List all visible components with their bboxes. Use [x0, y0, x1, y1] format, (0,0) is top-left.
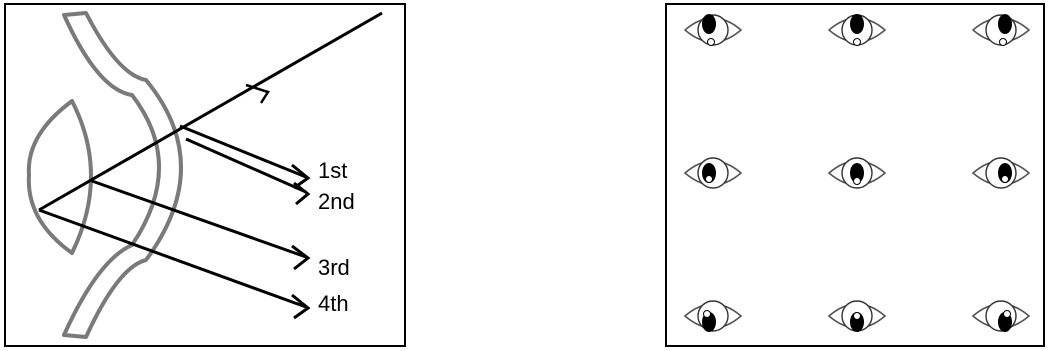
- eye-pupil: [702, 14, 716, 34]
- ray-label-3rd: 3rd: [318, 255, 350, 280]
- ray-label-1st: 1st: [318, 158, 347, 183]
- ray-2nd-arrowhead: [294, 183, 308, 204]
- reflex-dot: [1004, 311, 1011, 318]
- ray-label-2nd: 2nd: [318, 189, 355, 214]
- eye-icon: [685, 301, 741, 332]
- eye-icon: [973, 301, 1029, 332]
- eye-pupil: [998, 14, 1012, 34]
- ray-3rd: [92, 181, 306, 257]
- eye-pupil: [850, 14, 864, 34]
- eye-icon: [829, 158, 885, 188]
- lens: [29, 101, 91, 253]
- ray-4th: [39, 210, 306, 307]
- ray-2nd: [186, 139, 306, 192]
- reflex-dot: [854, 313, 861, 320]
- ray-3rd-arrowhead: [292, 246, 308, 269]
- reflex-dot: [708, 39, 715, 46]
- eye-grid-svg: [667, 5, 1043, 345]
- eye-reflection-svg: 1st 2nd 3rd 4th: [6, 5, 404, 345]
- reflex-dot: [706, 176, 713, 183]
- reflex-dot: [854, 178, 861, 185]
- ray-1st: [180, 126, 306, 177]
- reflex-dot: [1000, 39, 1007, 46]
- eye-icon: [973, 14, 1029, 46]
- eye-icon: [829, 14, 885, 46]
- eye-icon: [829, 301, 885, 332]
- reflex-dot: [854, 39, 861, 46]
- eye-icon: [973, 158, 1029, 188]
- reflex-dot: [704, 311, 711, 318]
- reflex-dot: [1002, 176, 1009, 183]
- eye-position-grid: [665, 3, 1045, 347]
- eye-icon: [685, 158, 741, 188]
- ray-4th-arrowhead: [292, 295, 308, 318]
- eye-icon: [685, 14, 741, 46]
- ray-label-4th: 4th: [318, 291, 349, 316]
- eye-reflection-diagram: 1st 2nd 3rd 4th: [4, 3, 406, 347]
